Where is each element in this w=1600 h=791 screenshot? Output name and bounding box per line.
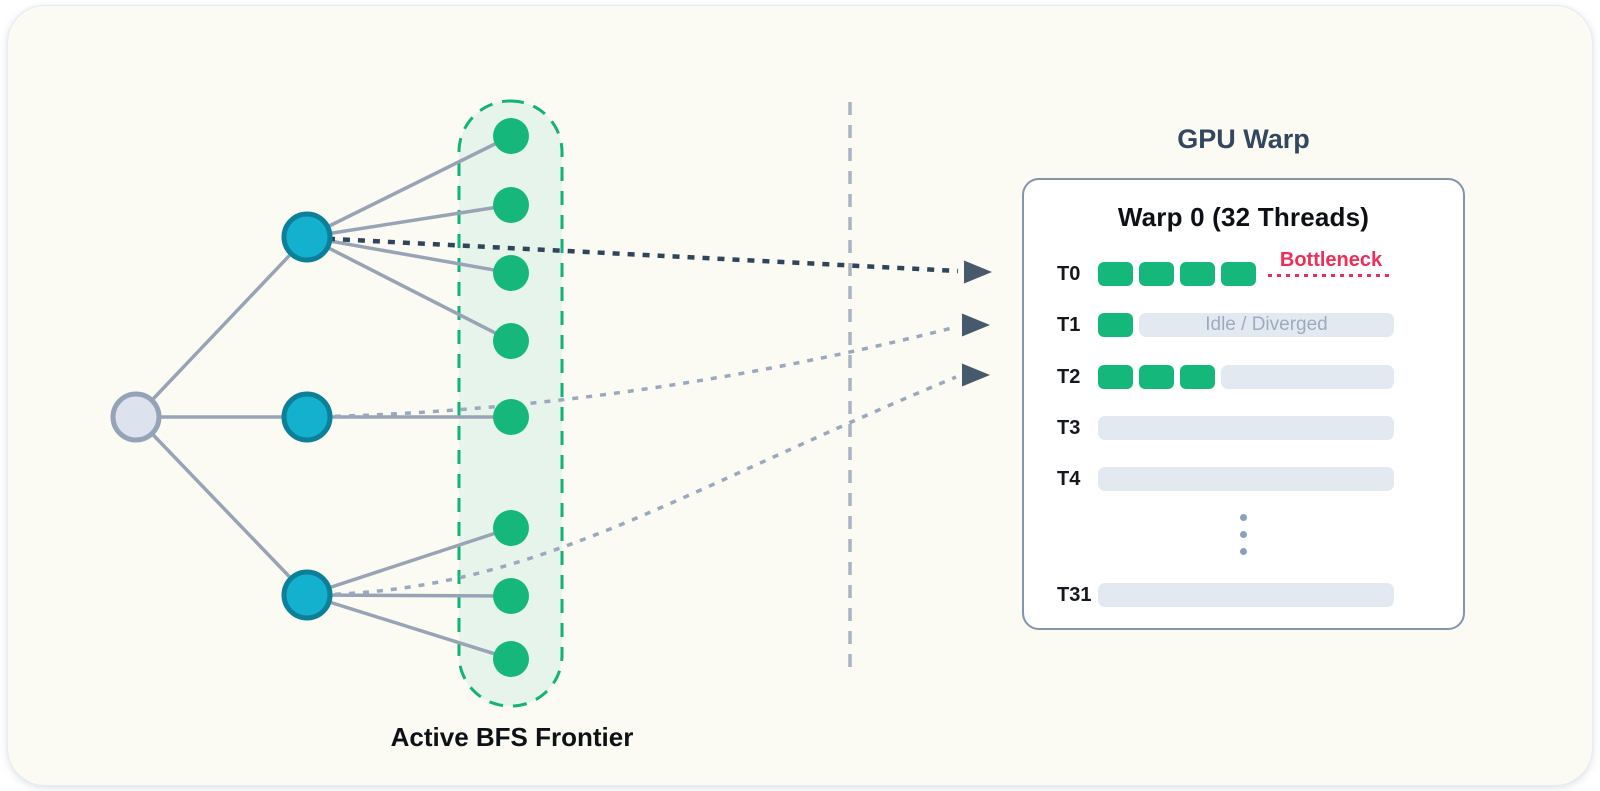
thread-segments xyxy=(1098,262,1394,286)
active-block xyxy=(1098,262,1133,286)
tree-edge xyxy=(306,526,512,597)
tree-edges xyxy=(134,134,512,661)
warp-panel-title: Warp 0 (32 Threads) xyxy=(1117,202,1370,232)
thread-segments xyxy=(1098,416,1394,440)
thread-segments xyxy=(1098,365,1394,389)
active-block xyxy=(1180,365,1215,389)
thread-segments xyxy=(1098,583,1394,607)
warp-panel: Warp 0 (32 Threads) T0 Bottleneck T1 Idl… xyxy=(1022,178,1465,630)
thread-label: T1 xyxy=(1057,313,1081,336)
gpu-warp-title: GPU Warp xyxy=(1177,124,1310,154)
thread-row-t3: T3 xyxy=(1057,416,1394,440)
active-block xyxy=(1139,365,1174,389)
visited-node-middle xyxy=(281,391,333,443)
idle-bar: Idle / Diverged xyxy=(1139,313,1394,337)
arrowhead-t2 xyxy=(962,363,990,387)
thread-label: T31 xyxy=(1057,583,1092,606)
frontier-node-6 xyxy=(493,510,529,546)
thread-track xyxy=(1098,583,1394,607)
idle-bar xyxy=(1221,365,1394,389)
tree-edge xyxy=(306,593,512,661)
arrowhead-t1 xyxy=(962,313,990,337)
frontier-node-8 xyxy=(493,641,529,677)
frontier-node-2 xyxy=(493,187,529,223)
thread-label: T2 xyxy=(1057,365,1081,388)
mapping-arrow-line-t1 xyxy=(306,325,957,419)
tree-edge xyxy=(134,415,309,597)
thread-track xyxy=(1098,416,1394,440)
thread-label: T3 xyxy=(1057,416,1081,439)
active-block xyxy=(1098,313,1133,337)
thread-track: Idle / Diverged xyxy=(1098,313,1394,337)
thread-track xyxy=(1098,365,1394,389)
thread-label: T0 xyxy=(1057,262,1081,285)
frontier-node-5 xyxy=(493,399,529,435)
active-block xyxy=(1098,365,1133,389)
bottleneck-dotted-line xyxy=(1268,274,1394,277)
mapping-arrow-line-t0 xyxy=(312,235,959,274)
thread-track xyxy=(1098,467,1394,491)
frontier-node-1 xyxy=(493,118,529,154)
tree-edge xyxy=(306,203,512,239)
tree-edge xyxy=(306,235,512,275)
visited-node-top xyxy=(281,211,333,263)
thread-row-t31: T31 xyxy=(1057,583,1394,607)
ellipsis-dots xyxy=(1240,514,1247,555)
tree-edge xyxy=(134,235,309,419)
bottleneck-label: Bottleneck xyxy=(1279,249,1383,271)
frontier-label: Active BFS Frontier xyxy=(390,722,634,752)
thread-segments xyxy=(1098,467,1394,491)
thread-segments: Idle / Diverged xyxy=(1098,313,1394,337)
idle-bar xyxy=(1098,583,1394,607)
frontier-node-3 xyxy=(493,255,529,291)
active-block xyxy=(1180,262,1215,286)
root-node xyxy=(110,391,162,443)
frontier-node-7 xyxy=(493,578,529,614)
active-block xyxy=(1139,262,1174,286)
tree-edge xyxy=(306,134,512,239)
frontier-nodes xyxy=(493,118,529,677)
frontier-node-4 xyxy=(493,323,529,359)
thread-row-t0: T0 Bottleneck xyxy=(1057,249,1394,286)
active-block xyxy=(1221,262,1256,286)
idle-bar xyxy=(1098,416,1394,440)
arrowhead-t0 xyxy=(964,260,992,284)
bottleneck-annotation: Bottleneck xyxy=(1268,249,1394,277)
tree-edge xyxy=(306,235,512,343)
thread-row-t1: T1 Idle / Diverged xyxy=(1057,313,1394,337)
thread-row-t2: T2 xyxy=(1057,365,1394,389)
visited-node-bottom xyxy=(281,569,333,621)
idle-bar xyxy=(1098,467,1394,491)
thread-track: Bottleneck xyxy=(1098,249,1394,286)
mapping-arrow-line-t2 xyxy=(306,375,957,597)
thread-row-t4: T4 xyxy=(1057,467,1394,491)
thread-label: T4 xyxy=(1057,467,1081,490)
